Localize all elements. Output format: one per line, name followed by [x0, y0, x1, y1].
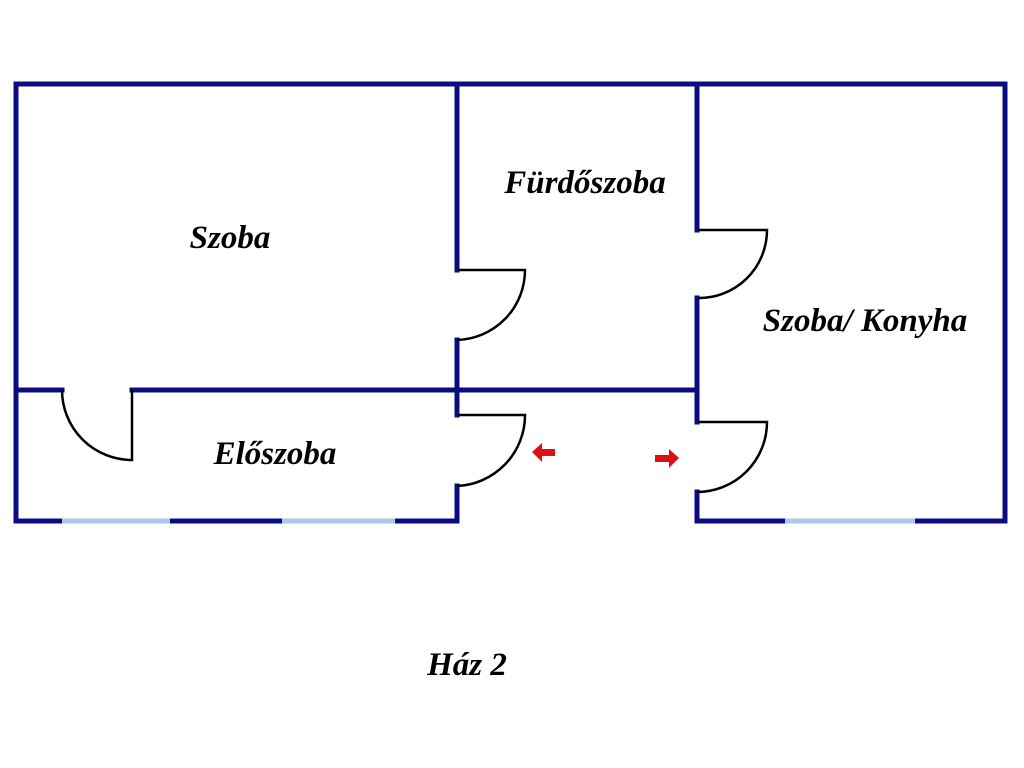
door-eloszoba-inner [60, 389, 134, 462]
door-eloszoba [456, 413, 527, 488]
arrow-right-icon [655, 449, 679, 468]
doors [60, 228, 769, 494]
arrow-left-icon [532, 443, 555, 462]
room-label-szoba: Szoba [190, 220, 271, 256]
room-label-szoba-konyha: Szoba/ Konyha [763, 303, 967, 339]
door-furdoszoba [696, 228, 769, 300]
door-szoba [456, 268, 527, 342]
entrance-arrows [532, 443, 679, 468]
room-label-furdoszoba: Fürdőszoba [503, 165, 665, 201]
door-szoba-konyha [696, 420, 769, 494]
room-label-eloszoba: Előszoba [213, 436, 337, 472]
plan-caption: Ház 2 [426, 647, 507, 683]
